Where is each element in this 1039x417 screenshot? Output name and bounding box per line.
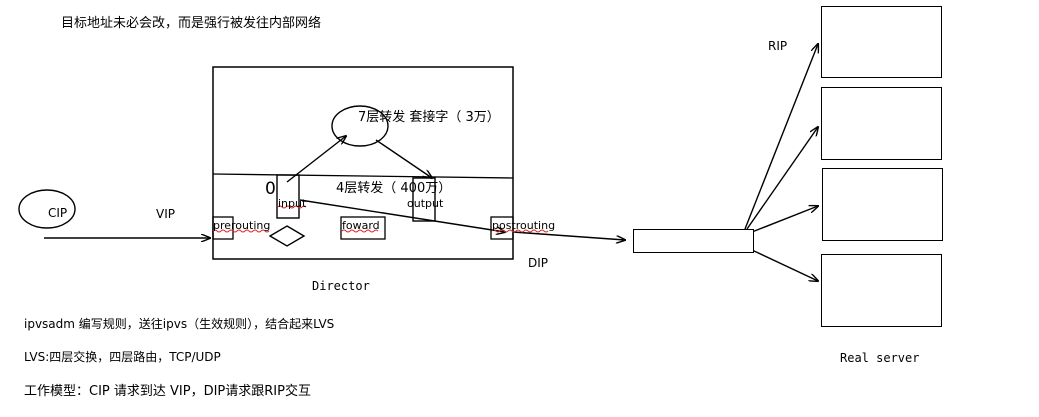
note-line-3: 工作模型：CIP 请求到达 VIP，DIP请求跟RIP交互 xyxy=(24,384,311,399)
director-label: Director xyxy=(312,279,370,293)
dispatcher-box xyxy=(633,229,754,253)
squiggle-foward xyxy=(341,229,379,233)
real-server-box-1 xyxy=(821,6,942,78)
prerouting-box xyxy=(212,216,234,240)
zero-label: 0 xyxy=(265,179,276,199)
input-box xyxy=(276,174,300,219)
dispatcher-to-server-3-arrow xyxy=(751,206,818,233)
output-label: output xyxy=(407,197,444,210)
dip-label: DIP xyxy=(528,256,549,270)
layer7-label: 7层转发 套接字（ 3万） xyxy=(358,110,500,125)
real-server-label: Real server xyxy=(840,351,920,365)
real-server-box-3 xyxy=(822,168,943,241)
foward-box xyxy=(340,216,386,240)
director-to-dispatcher-arrow xyxy=(512,231,625,240)
layer7-to-output-arrow xyxy=(375,139,432,178)
note-line-1: ipvsadm 编写规则，送往ipvs（生效规则），结合起来LVS xyxy=(24,317,335,331)
postrouting-label: postrouting xyxy=(492,219,556,232)
note-line-2: LVS:四层交换，四层路由，TCP/UDP xyxy=(24,350,221,364)
prerouting-label: prerouting xyxy=(213,219,271,232)
rip-label: RIP xyxy=(768,39,788,53)
real-server-box-4 xyxy=(821,254,942,327)
layer7-ellipse xyxy=(331,105,389,147)
input-to-postrouting-arrow xyxy=(299,199,505,232)
header-note: 目标地址未必会改，而是强行被发往内部网络 xyxy=(61,16,322,31)
squiggle-input xyxy=(277,205,307,209)
dispatcher-to-server-2-arrow xyxy=(746,127,818,230)
postrouting-box xyxy=(490,216,514,240)
layer4-label: 4层转发（ 400万） xyxy=(336,181,452,196)
output-box xyxy=(412,177,436,222)
director-divider xyxy=(212,173,514,179)
vip-label: VIP xyxy=(156,207,175,221)
client-label: CIP xyxy=(48,206,68,220)
real-server-box-2 xyxy=(821,87,942,160)
client-ellipse xyxy=(18,189,76,229)
squiggle-prerouting xyxy=(212,229,270,233)
dispatcher-to-server-4-arrow xyxy=(751,249,818,281)
dispatcher-to-server-1-arrow xyxy=(744,44,818,230)
squiggle-postrouting xyxy=(491,229,549,233)
decision-diamond xyxy=(268,225,306,247)
foward-label: foward xyxy=(342,219,380,232)
input-label: input xyxy=(278,197,307,210)
director-box xyxy=(212,66,514,260)
